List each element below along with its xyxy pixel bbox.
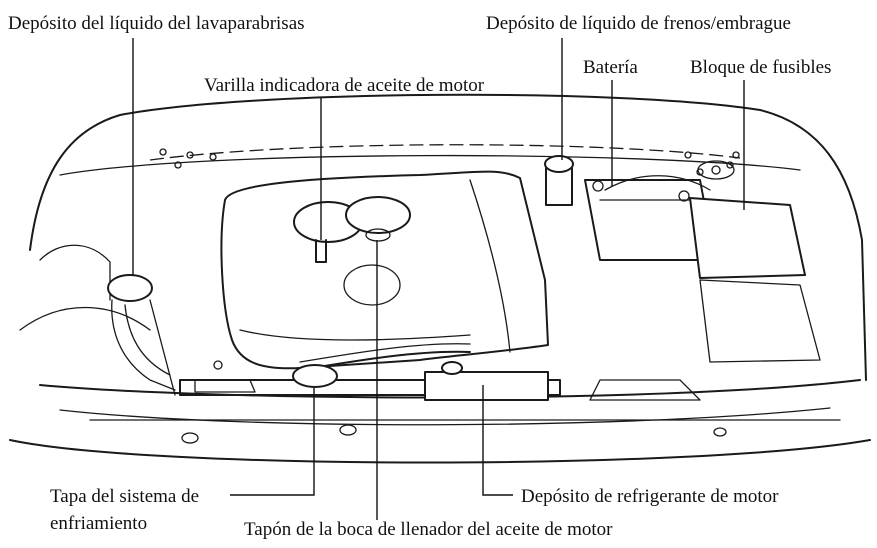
label-fuse-block: Bloque de fusibles [690, 57, 832, 78]
label-washer-reservoir: Depósito del líquido del lavaparabrisas [8, 13, 305, 34]
front-bumper-outline [9, 439, 871, 464]
label-battery: Batería [583, 57, 638, 78]
label-cooling-cap-line2: enfriamiento [50, 513, 148, 534]
fuse-block [689, 197, 806, 279]
label-oil-filler-cap: Tapón de la boca de llenador del aceite … [244, 519, 613, 540]
washer-reservoir-cap [107, 274, 153, 302]
label-coolant-reservoir: Depósito de refrigerante de motor [521, 486, 779, 507]
label-cooling-cap-line1: Tapa del sistema de [50, 486, 200, 507]
cooling-system-cap [292, 364, 338, 388]
engine-bay-outline [29, 93, 867, 381]
cowl-dashed-line [59, 154, 801, 176]
dipstick-handle [315, 239, 327, 263]
label-brake-clutch-reservoir: Depósito de líquido de frenos/embrague [486, 13, 791, 34]
label-oil-dipstick: Varilla indicadora de aceite de motor [204, 75, 485, 96]
leader-coolant-reservoir [482, 385, 513, 496]
filler-cap-boss [345, 196, 411, 234]
leader-cooling-cap [230, 388, 315, 496]
coolant-reservoir [424, 371, 549, 401]
brake-fluid-reservoir [545, 167, 573, 206]
